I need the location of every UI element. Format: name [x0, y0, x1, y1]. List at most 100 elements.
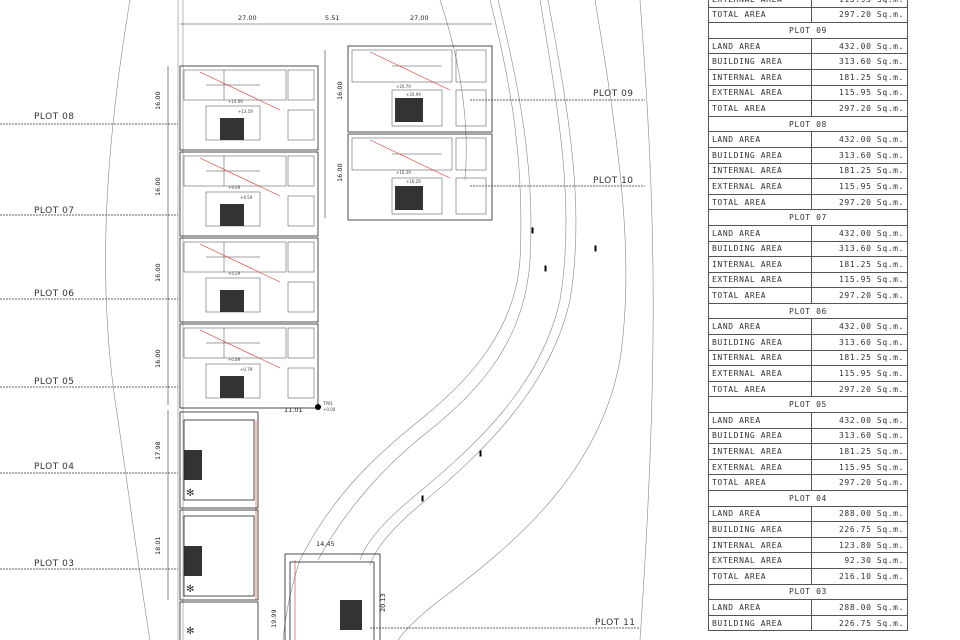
schedule-label: EXTERNAL AREA [707, 178, 813, 195]
contour-markers: ❚ ❚ ❚ ❚ ❚ [420, 227, 598, 502]
plot-block-right [347, 45, 493, 221]
plot-label: PLOT 05 [34, 377, 75, 387]
schedule-value: 313.60 Sq.m. [811, 334, 908, 351]
schedule-value: 123.80 Sq.m. [811, 536, 908, 554]
schedule-value: 313.60 Sq.m. [811, 240, 908, 258]
schedule-value: 181.25 Sq.m. [811, 349, 908, 367]
schedule-value: 297.20 Sq.m. [811, 380, 908, 398]
schedule-label: BUILDING AREA [707, 240, 813, 258]
schedule-label: INTERNAL AREA [707, 536, 813, 554]
schedule-plot-header: PLOT 06 [708, 302, 908, 320]
schedule-plot-header: PLOT 03 [708, 583, 908, 601]
schedule-value: 92.30 Sq.m. [811, 552, 908, 569]
schedule-value: 313.60 Sq.m. [811, 53, 908, 70]
dim-top-left: 27.00 [238, 14, 257, 22]
schedule-value: 115.95 Sq.m. [811, 0, 908, 8]
svg-text:❚: ❚ [593, 245, 598, 252]
schedule-value: 432.00 Sq.m. [811, 224, 908, 242]
schedule-value: 297.20 Sq.m. [811, 474, 908, 491]
schedule-label: TOTAL AREA [707, 193, 813, 211]
svg-text:❚: ❚ [530, 227, 535, 234]
plot-block-left [179, 65, 319, 409]
schedule-value: 216.10 Sq.m. [811, 567, 908, 585]
schedule-plot-title: PLOT 05 [708, 396, 908, 414]
schedule-label: TOTAL AREA [707, 380, 813, 398]
plot-label: PLOT 03 [34, 559, 75, 569]
schedule-value: 226.75 Sq.m. [811, 614, 908, 632]
dim-row-06: 16.00 [154, 263, 162, 282]
schedule-value: 297.20 Sq.m. [811, 287, 908, 304]
schedule-label: EXTERNAL AREA [707, 552, 813, 569]
schedule-plot-title: PLOT 04 [708, 490, 908, 507]
schedule-label: TOTAL AREA [707, 6, 813, 24]
house-interiors [183, 49, 487, 399]
schedule-label: LAND AREA [707, 412, 813, 429]
schedule-label: EXTERNAL AREA [707, 458, 813, 476]
schedule-label: INTERNAL AREA [707, 349, 813, 367]
schedule-value: 181.25 Sq.m. [811, 443, 908, 460]
schedule-value: 181.25 Sq.m. [811, 68, 908, 86]
plot-label: PLOT 06 [34, 289, 75, 299]
schedule-plot-title: PLOT 03 [708, 583, 908, 601]
schedule-label: TOTAL AREA [707, 100, 813, 117]
schedule-label: EXTERNAL AREA [707, 365, 813, 382]
datum-point [315, 404, 321, 410]
dim-right-10: 16.00 [336, 163, 344, 182]
schedule-label: INTERNAL AREA [707, 443, 813, 460]
svg-text:✻: ✻ [186, 626, 194, 637]
svg-text:✻: ✻ [186, 584, 194, 595]
level-plot10-b: +16.29 [406, 179, 421, 184]
schedule-label: EXTERNAL AREA [707, 271, 813, 289]
schedule-label: BUILDING AREA [707, 521, 813, 538]
schedule-value: 297.20 Sq.m. [811, 193, 908, 211]
schedule-label: EXTERNAL AREA [707, 84, 813, 102]
level-plot08-b: +13.59 [238, 109, 253, 114]
plot-label: PLOT 09 [593, 89, 634, 99]
schedule-plot-title: PLOT 08 [708, 115, 908, 133]
svg-text:❚: ❚ [543, 265, 548, 272]
level-plot10-a: +16.39 [396, 170, 411, 175]
dim-plot11-side: 20.13 [379, 593, 387, 612]
schedule-label: LAND AREA [707, 599, 813, 616]
schedule-plot-header: PLOT 08 [708, 115, 908, 133]
schedule-label: BUILDING AREA [707, 334, 813, 351]
plot-label: PLOT 07 [34, 206, 75, 216]
dim-row-03: 18.01 [154, 536, 162, 555]
svg-text:✻: ✻ [186, 488, 194, 499]
decorative-stars: ✻ ✻ ✻ [186, 488, 194, 637]
level-plot08-a: +14.09 [228, 99, 243, 104]
schedule-value: 297.20 Sq.m. [811, 6, 908, 24]
svg-text:❚: ❚ [478, 450, 483, 457]
dim-plot11-width: 14.45 [316, 540, 335, 548]
schedule-value: 432.00 Sq.m. [811, 318, 908, 336]
dim-side-11-01: 11.01 [284, 406, 303, 414]
schedule-label: INTERNAL AREA [707, 68, 813, 86]
plot-label: PLOT 04 [34, 462, 75, 472]
schedule-value: 297.20 Sq.m. [811, 100, 908, 117]
schedule-plot-title: PLOT 07 [708, 209, 908, 226]
plot-label: PLOT 10 [593, 176, 634, 186]
svg-text:❚: ❚ [420, 495, 425, 502]
dim-plot11-depth: 19.99 [270, 609, 278, 628]
schedule-value: 181.25 Sq.m. [811, 256, 908, 273]
dim-row-08: 16.00 [154, 91, 162, 110]
schedule-plot-header: PLOT 04 [708, 490, 908, 507]
